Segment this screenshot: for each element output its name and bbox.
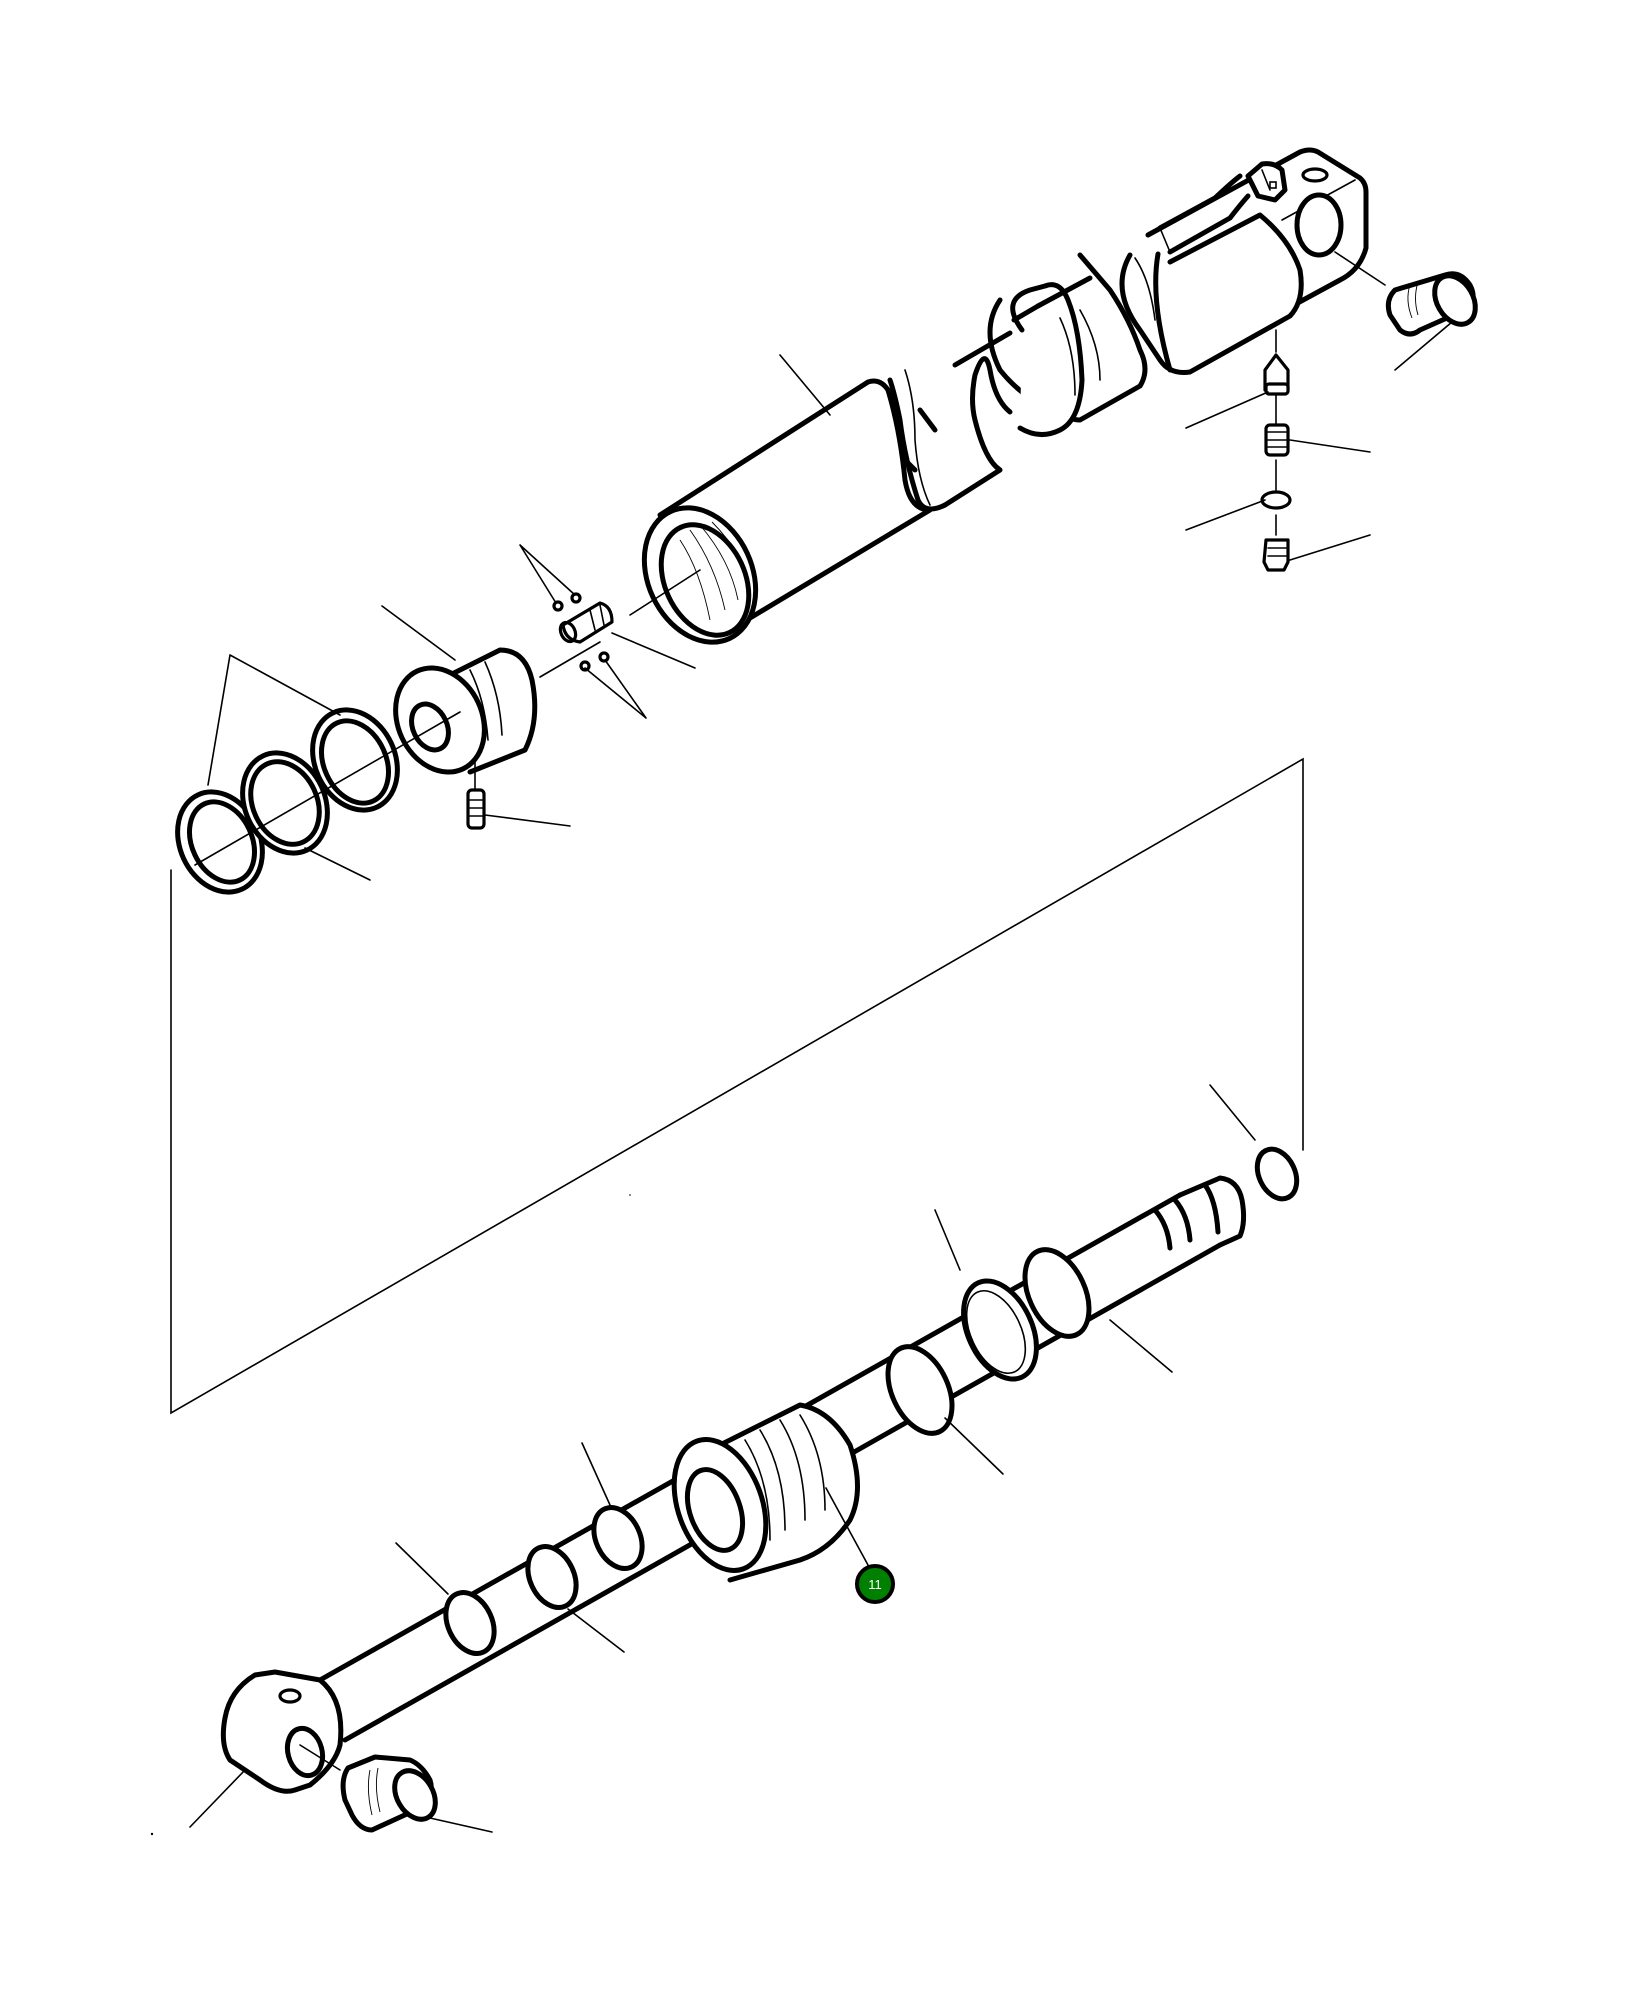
- gland-head[interactable]: [657, 1402, 860, 1583]
- leader-lines: [189, 321, 1453, 1833]
- lock-balls: [552, 592, 610, 672]
- piston-nut[interactable]: [557, 601, 614, 644]
- clevis-pin-bottom[interactable]: [340, 1754, 444, 1833]
- rod-seals[interactable]: [875, 1239, 1102, 1443]
- cylinder-head-end[interactable]: [1119, 147, 1369, 375]
- piston-set-screw[interactable]: [466, 759, 486, 830]
- valve-assembly[interactable]: [1260, 329, 1292, 572]
- callout-label: 11: [868, 1576, 882, 1592]
- stray-dot: [629, 1194, 631, 1196]
- assembly-guide-lines: [170, 757, 1304, 1415]
- part-callout-11[interactable]: 11: [855, 1564, 895, 1604]
- rod-wiper-rings[interactable]: [437, 1500, 652, 1662]
- rod-tip-o-ring[interactable]: [1250, 1143, 1305, 1205]
- stray-dot: [150, 1832, 154, 1836]
- cylinder-barrel[interactable]: [623, 252, 1148, 660]
- rod-eye[interactable]: [220, 1669, 344, 1794]
- piston[interactable]: [194, 641, 601, 866]
- piston-rings[interactable]: [162, 696, 413, 906]
- clevis-pin-top[interactable]: [1334, 251, 1484, 337]
